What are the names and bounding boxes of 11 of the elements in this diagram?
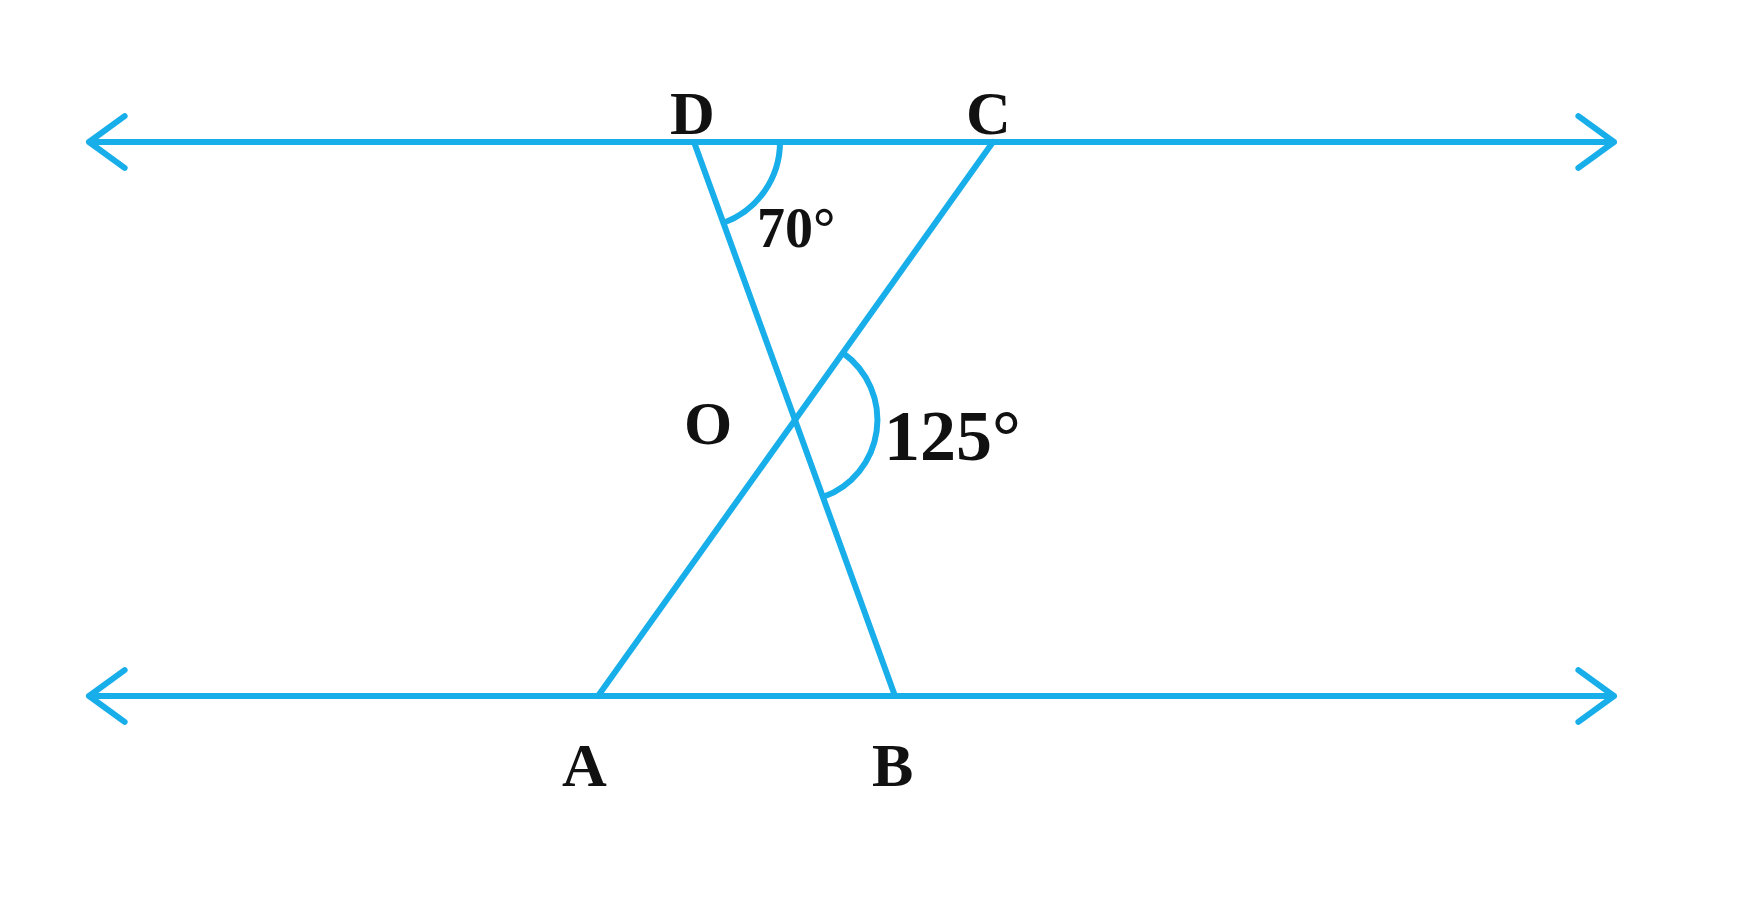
- angle-label: 125°: [884, 400, 1021, 472]
- point-label: C: [966, 82, 1011, 144]
- point-label: B: [872, 734, 914, 796]
- point-label: O: [684, 392, 733, 454]
- line-segment: [792, 139, 996, 423]
- arrow: [86, 667, 601, 725]
- point-label: A: [562, 734, 607, 796]
- angle-label: 70°: [757, 200, 836, 256]
- point-label: D: [670, 82, 715, 144]
- arrow: [990, 113, 1617, 171]
- line-segment: [595, 417, 798, 699]
